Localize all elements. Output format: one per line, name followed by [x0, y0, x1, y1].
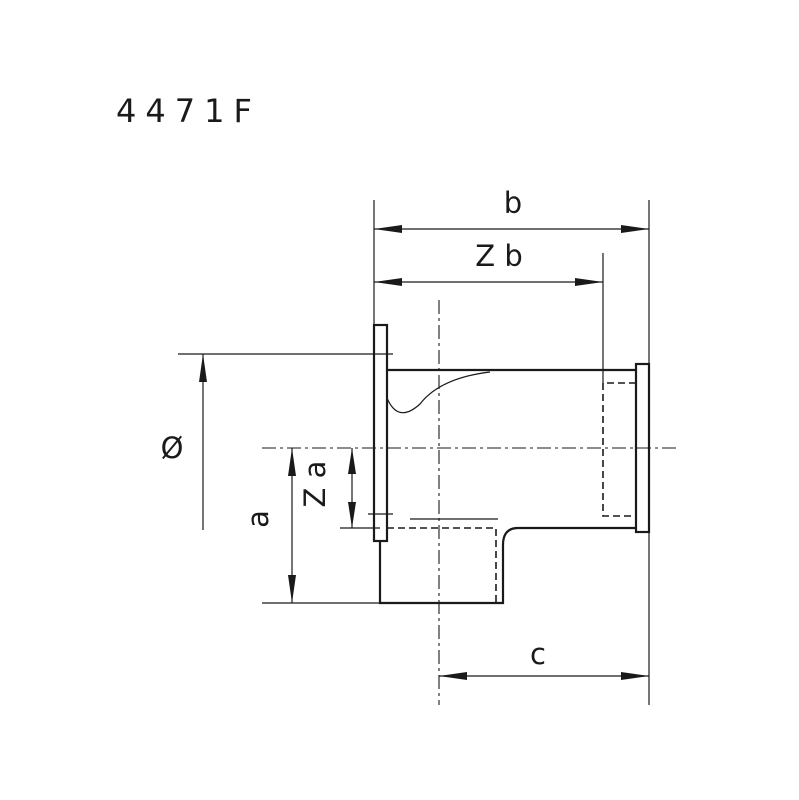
- left-flange: [372, 323, 389, 543]
- extension-lines: [178, 200, 650, 705]
- dimension-a: a: [241, 448, 296, 603]
- dim-label-b: b: [504, 186, 522, 220]
- dimension-za: Z a: [298, 448, 356, 528]
- dimension-b: b: [374, 186, 649, 233]
- part-number-title: 4471F: [116, 92, 261, 130]
- dim-label-zb: Z b: [475, 239, 523, 273]
- bottom-socket-hidden: [387, 527, 497, 603]
- dim-label-za: Z a: [298, 461, 332, 508]
- dim-label-diameter: Ø: [161, 431, 184, 465]
- dimension-c: c: [439, 637, 649, 680]
- dim-label-a: a: [241, 510, 275, 528]
- dimension-diameter: Ø: [161, 354, 207, 530]
- fitting-body: [368, 323, 651, 605]
- hidden-lines: [387, 382, 636, 603]
- dimension-zb: Z b: [374, 239, 603, 286]
- center-lines: [262, 300, 678, 705]
- inner-fillet-curve: [386, 371, 491, 414]
- dim-label-c: c: [530, 637, 546, 671]
- right-socket-hidden: [602, 382, 636, 517]
- branch-outline: [378, 526, 636, 605]
